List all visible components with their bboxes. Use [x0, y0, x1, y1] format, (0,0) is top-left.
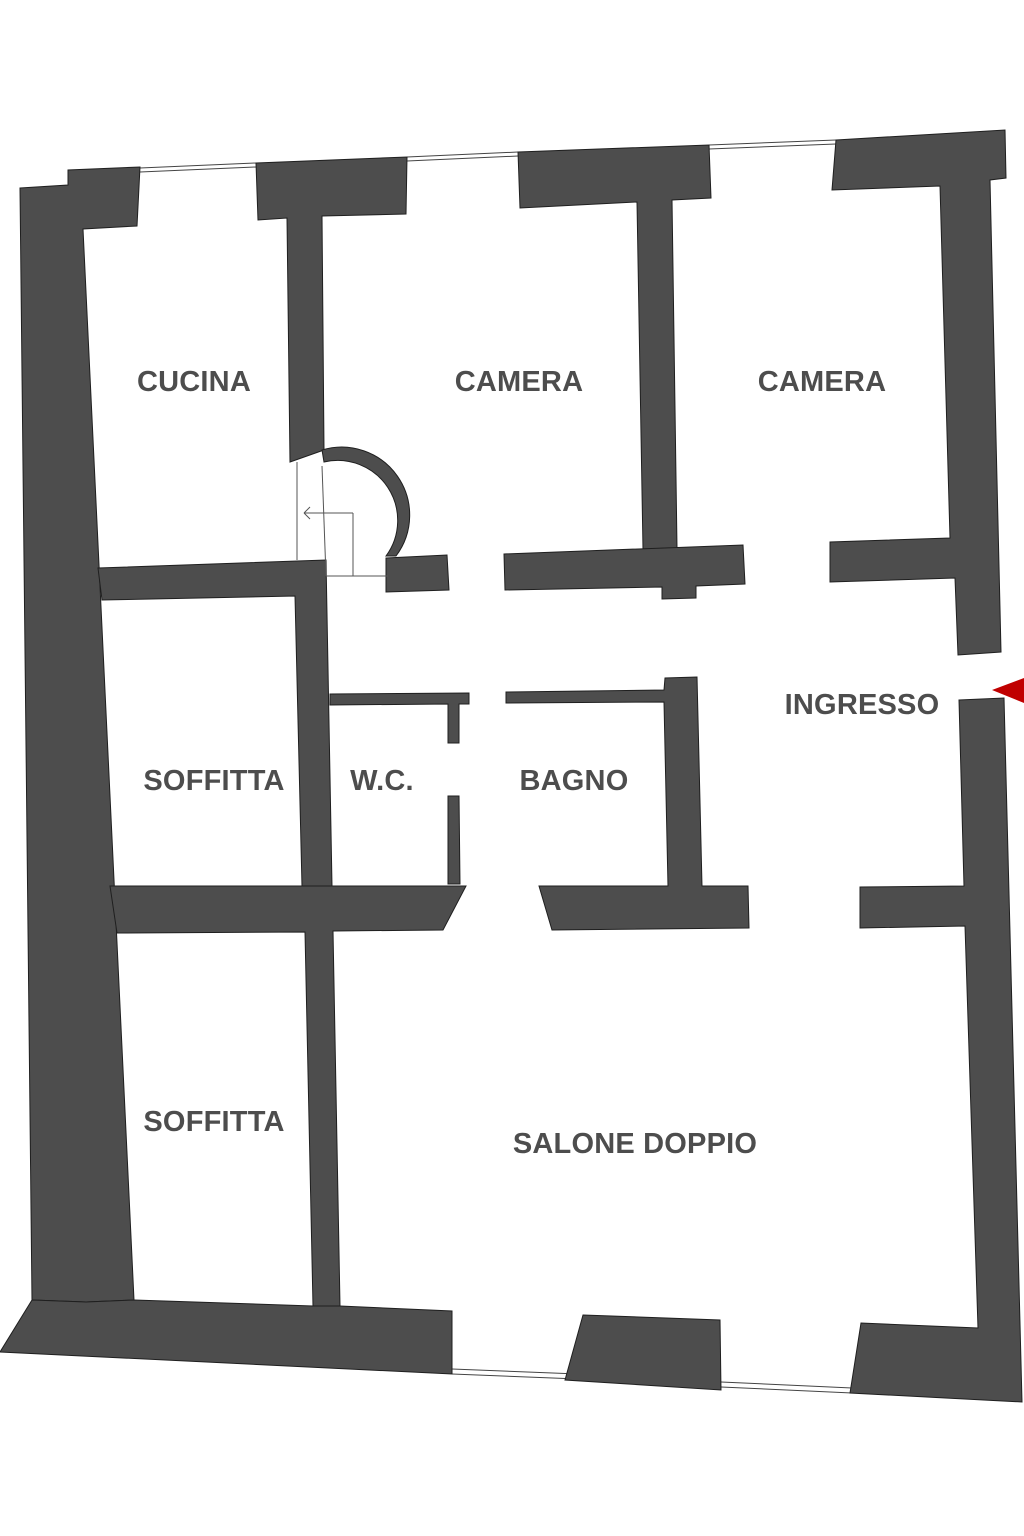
wall-right-exterior-lower	[849, 697, 1023, 1403]
window-top-cucina	[139, 162, 257, 173]
wall-corridor-segment-1	[385, 554, 450, 593]
room-label-camera-1: CAMERA	[455, 366, 583, 398]
wall-bottom-pier	[564, 1314, 722, 1391]
windows	[139, 139, 853, 1394]
wall-bagno-top	[505, 676, 750, 931]
wall-top-pier-1	[255, 156, 408, 463]
entry-arrow-icon	[992, 678, 1024, 703]
room-label-salone-doppio: SALONE DOPPIO	[513, 1128, 757, 1160]
room-label-ingresso: INGRESSO	[785, 689, 940, 721]
room-labels: CUCINA CAMERA CAMERA INGRESSO SOFFITTA W…	[137, 366, 939, 1160]
walls	[0, 129, 1023, 1403]
room-label-camera-2: CAMERA	[758, 366, 886, 398]
room-label-wc: W.C.	[350, 765, 414, 797]
room-label-cucina: CUCINA	[137, 366, 251, 398]
window-bottom-salone-2	[720, 1381, 853, 1394]
wall-wc-top	[329, 692, 470, 744]
wall-bottom-exterior-left	[0, 1299, 453, 1375]
window-top-camera-2	[708, 139, 837, 150]
window-bottom-salone-1	[451, 1368, 579, 1380]
wall-top-pier-2	[517, 144, 712, 550]
wall-right-exterior-upper	[829, 129, 1007, 656]
wall-cucina-soffitta	[97, 559, 333, 887]
wall-middle-horizontal	[109, 885, 467, 1307]
wall-corridor-segment-2	[503, 544, 746, 600]
door-arc	[321, 446, 411, 557]
wall-wc-lower-jamb	[447, 795, 461, 885]
window-top-camera-1	[406, 151, 519, 162]
wall-left-exterior	[19, 166, 141, 1303]
door-cucina	[296, 446, 411, 577]
room-label-soffitta-2: SOFFITTA	[143, 1106, 284, 1138]
room-label-soffitta-1: SOFFITTA	[143, 765, 284, 797]
room-label-bagno: BAGNO	[520, 765, 629, 797]
